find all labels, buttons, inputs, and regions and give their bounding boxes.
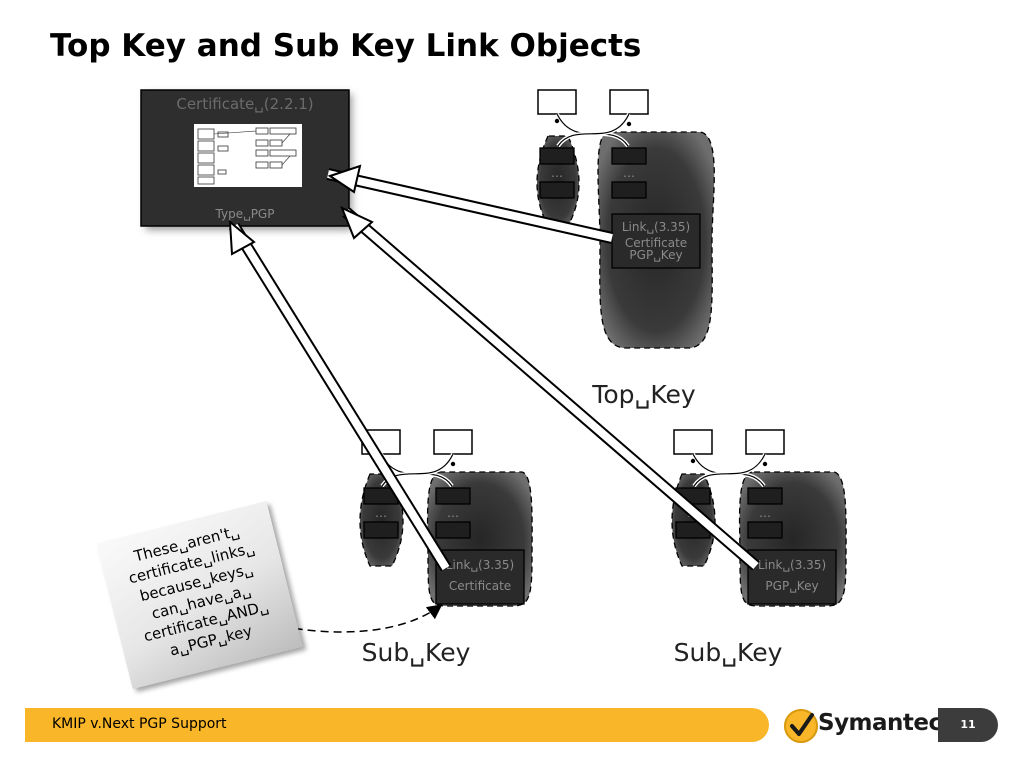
sub-key-left-ellipsis-b: … — [447, 506, 459, 520]
link-arrow-top-key — [326, 164, 614, 244]
link-arrow-sub-key-right — [340, 206, 760, 571]
brand-name: Symantec. — [818, 710, 950, 736]
top-key-link-line2: Certificate — [625, 236, 687, 250]
footer-text: KMIP v.Next PGP Support — [52, 716, 227, 732]
note-callout-arrow — [281, 604, 443, 633]
sub-key-right-link-line1: Link␣(3.35) — [758, 558, 826, 572]
footer-bar — [25, 708, 769, 742]
top-key-cluster: … … Link␣(3.35) Certificate PGP␣Key Top␣… — [536, 89, 715, 409]
sub-key-left-link-line1: Link␣(3.35) — [446, 558, 514, 572]
sub-key-right-cluster: … … Link␣(3.35) PGP␣Key Sub␣Key — [671, 429, 847, 667]
top-key-link-line3: PGP␣Key — [629, 248, 682, 262]
certificate-label: Certificate␣(2.2.1) — [176, 95, 313, 113]
sub-key-left-label: Sub␣Key — [362, 638, 471, 667]
symantec-logo: Symantec. — [784, 707, 950, 745]
sub-key-right-label: Sub␣Key — [674, 638, 783, 667]
slide-title: Top Key and Sub Key Link Objects — [50, 28, 642, 64]
page-number: 11 — [938, 708, 998, 742]
top-key-label: Top␣Key — [591, 380, 696, 409]
link-arrow-sub-key-left — [228, 219, 452, 572]
checkmark-icon — [784, 709, 818, 743]
sub-key-right-ellipsis-b: … — [759, 506, 771, 520]
sub-key-left-link-line2: Certificate — [449, 579, 511, 593]
sub-key-left-ellipsis-a: … — [375, 506, 387, 520]
certificate-box: Certificate␣(2.2.1) Type␣PGP — [140, 89, 352, 230]
top-key-left-ellipsis: … — [551, 166, 563, 180]
certificate-thumbnail — [194, 124, 302, 187]
sub-key-right-link-line2: PGP␣Key — [765, 579, 818, 593]
top-key-link-line1: Link␣(3.35) — [622, 220, 690, 234]
certificate-type-label: Type␣PGP — [215, 207, 275, 221]
top-key-right-ellipsis: … — [623, 166, 635, 180]
